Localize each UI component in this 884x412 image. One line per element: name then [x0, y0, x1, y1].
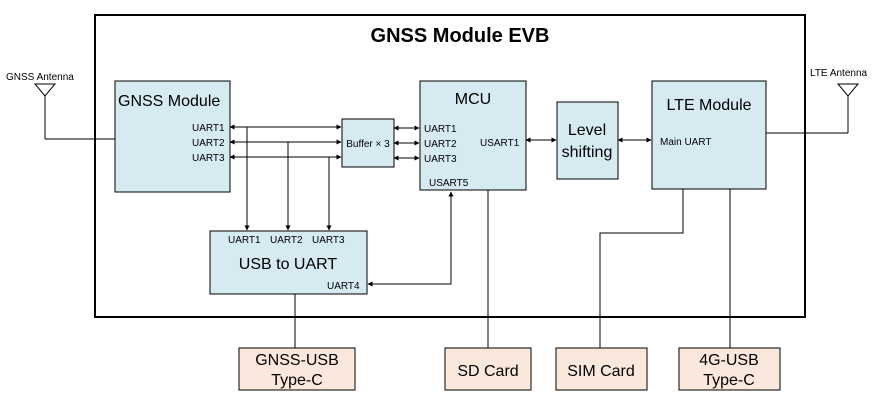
sim-card-label: SIM Card	[567, 363, 635, 380]
mcu-port-uart3: UART3	[424, 154, 457, 165]
gnss-usb-line1: GNSS-USB	[255, 352, 339, 369]
gnss-buffer-wires	[229, 124, 342, 160]
gnss-usb-uart-taps	[244, 127, 332, 231]
gnss-usb-typec-connector	[238, 347, 356, 391]
lte-port-main-uart: Main UART	[660, 137, 712, 148]
level-shifting-line2: shifting	[562, 144, 613, 161]
usb-port-uart4: UART4	[327, 281, 360, 292]
level-shifting-block	[556, 101, 619, 180]
lte-antenna-icon	[766, 83, 860, 134]
usb-to-uart-block	[209, 230, 368, 295]
sim-card-connector	[555, 347, 648, 391]
gnss-port-uart2: UART2	[192, 138, 225, 149]
gnss-antenna-label: GNSS Antenna	[6, 72, 74, 83]
gnss-antenna-icon	[33, 83, 115, 140]
gnss-module-block	[114, 80, 231, 193]
mcu-port-uart1: UART1	[424, 124, 457, 135]
diagram-title: GNSS Module EVB	[371, 25, 550, 47]
mcu-block	[419, 80, 527, 191]
mcu-port-uart2: UART2	[424, 139, 457, 150]
usb-port-uart1: UART1	[228, 235, 261, 246]
4g-usb-typec-connector	[678, 347, 781, 391]
gnss-module-title: GNSS Module	[118, 93, 220, 110]
gnss-usb-line2: Type-C	[271, 372, 323, 389]
sd-card-connector	[444, 347, 532, 391]
usb-port-uart2: UART2	[270, 235, 303, 246]
usart5-uart4-wire	[367, 191, 454, 287]
buffer-label: Buffer × 3	[346, 139, 390, 150]
evb-board-frame	[94, 14, 806, 318]
lte-module-block	[651, 80, 767, 190]
connector-wires	[294, 189, 731, 348]
mcu-title: MCU	[455, 91, 491, 108]
usb-to-uart-title: USB to UART	[239, 256, 338, 273]
4g-usb-line1: 4G-USB	[699, 352, 759, 369]
level-shifting-line1: Level	[568, 122, 606, 139]
4g-usb-line2: Type-C	[703, 372, 755, 389]
gnss-port-uart3: UART3	[192, 153, 225, 164]
mcu-port-usart1: USART1	[480, 138, 520, 149]
buffer-block	[341, 118, 395, 168]
usb-port-uart3: UART3	[312, 235, 345, 246]
buffer-mcu-wires	[393, 125, 420, 161]
lte-module-title: LTE Module	[666, 97, 751, 114]
mcu-port-usart5: USART5	[429, 178, 469, 189]
sd-card-label: SD Card	[457, 363, 518, 380]
lte-antenna-label: LTE Antenna	[810, 68, 868, 79]
gnss-port-uart1: UART1	[192, 123, 225, 134]
